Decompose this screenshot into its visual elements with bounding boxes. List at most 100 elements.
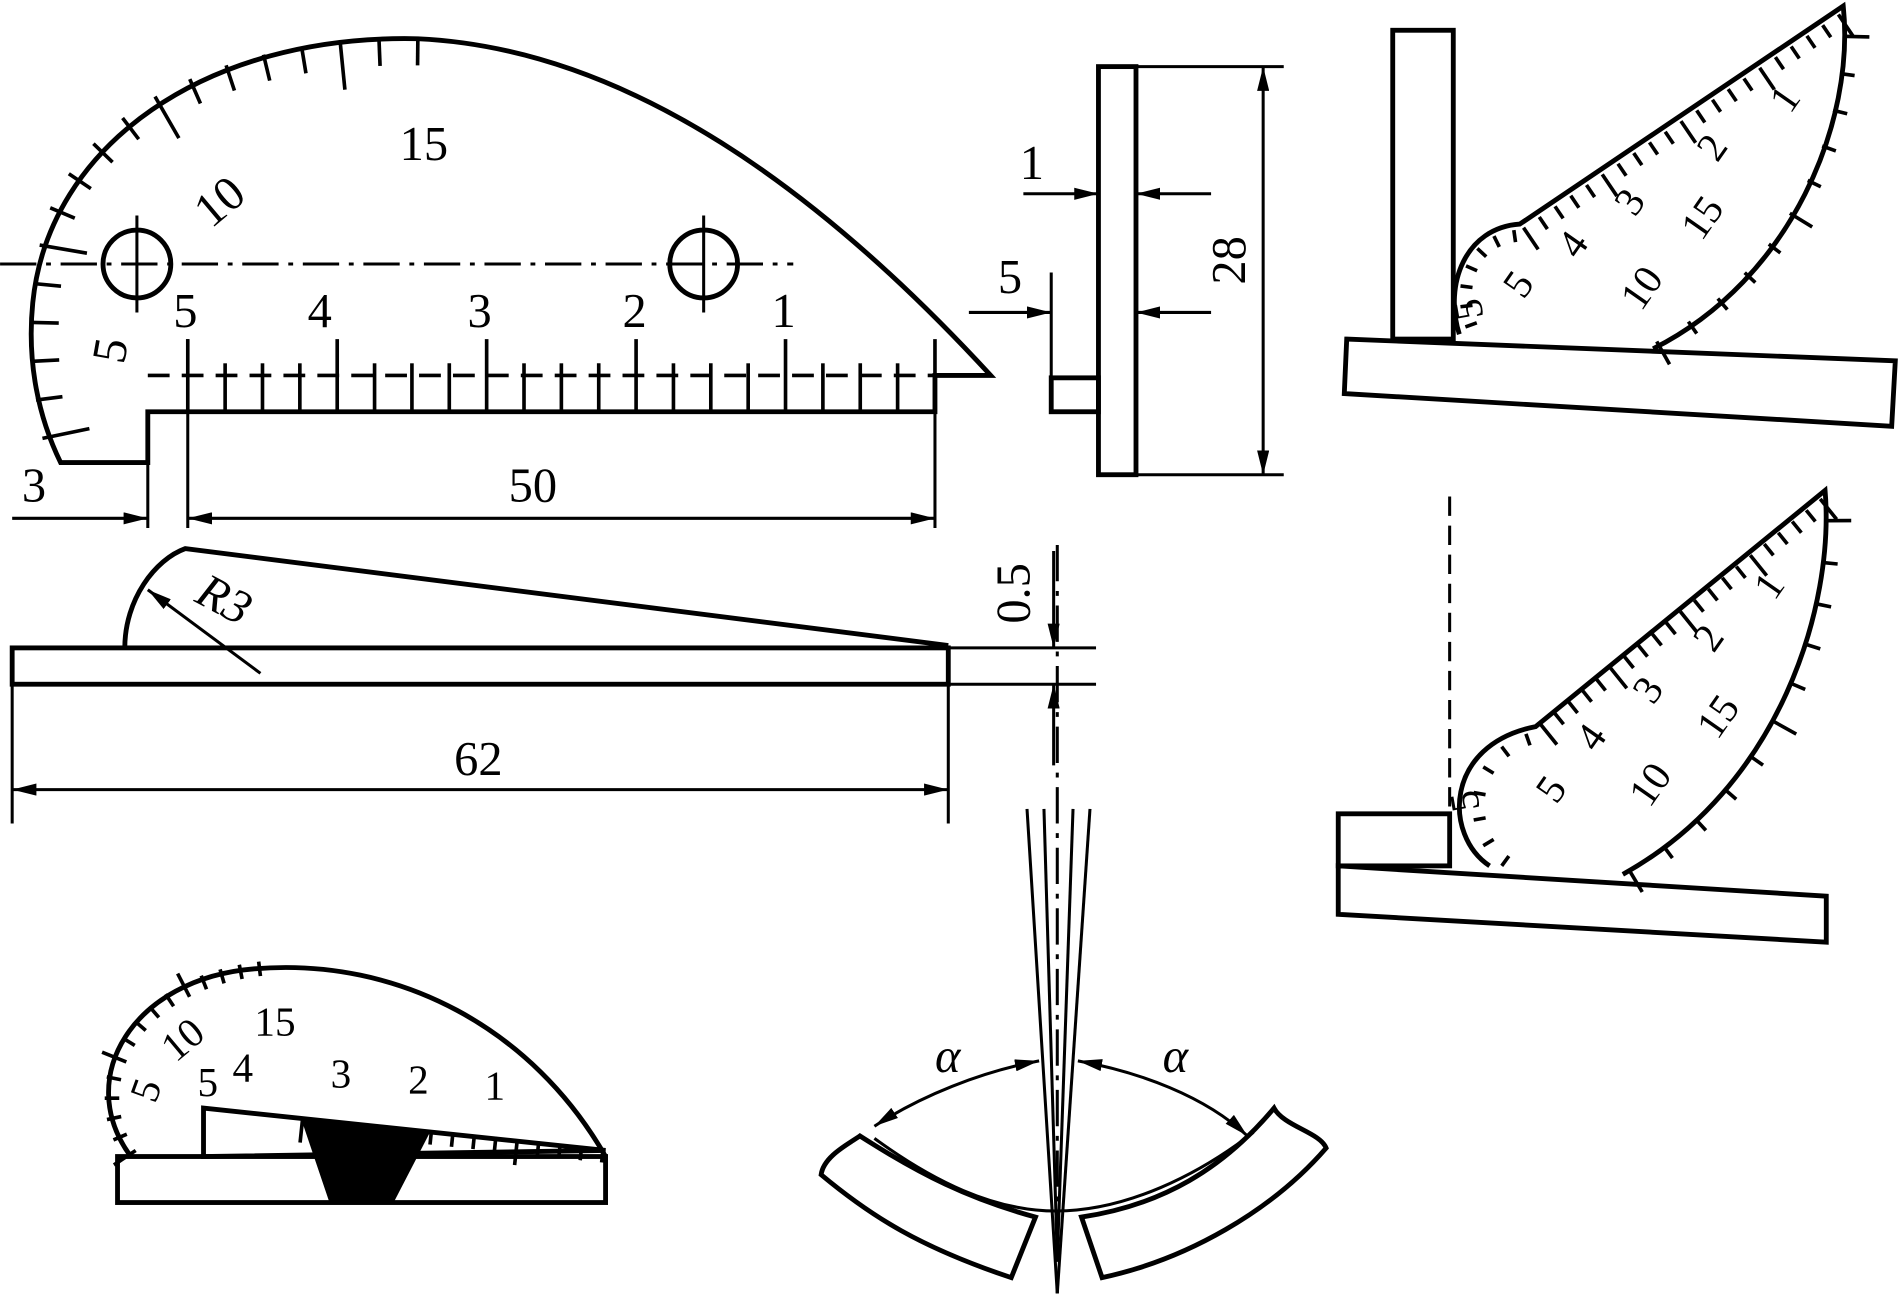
tick <box>1742 77 1754 92</box>
tick <box>34 281 62 289</box>
tick <box>153 95 181 140</box>
tick <box>188 78 203 105</box>
dim-label-5: 5 <box>998 251 1022 304</box>
tick <box>1662 845 1674 860</box>
dim-label-3: 3 <box>22 459 46 512</box>
scale-label: 5 <box>1440 787 1489 815</box>
tick <box>377 39 382 67</box>
gauge-edge <box>1025 808 1059 1294</box>
tick <box>121 1036 136 1048</box>
scale-ticks <box>101 961 605 1167</box>
scale-ticks <box>1460 13 1870 366</box>
tick <box>1724 788 1738 801</box>
tick <box>1512 229 1518 243</box>
tick <box>1734 565 1747 579</box>
scale-label: 5 <box>197 1059 218 1105</box>
tick <box>92 142 114 164</box>
tick <box>1655 340 1672 366</box>
scale-label: 3 <box>331 1050 352 1096</box>
tick <box>1695 109 1707 124</box>
tick <box>1553 205 1565 220</box>
tick <box>1500 855 1511 867</box>
tick <box>405 1127 412 1155</box>
gauge-edge <box>1042 808 1059 1260</box>
tick <box>121 116 141 141</box>
radius-label: R3 <box>187 563 260 636</box>
usage-view-reinforcement: 1 2 3 15 4 10 5 5 <box>1335 485 1852 945</box>
tick <box>39 243 88 255</box>
vertical-plate <box>1390 27 1456 342</box>
tick <box>176 972 192 998</box>
scale-label-3: 3 <box>468 285 492 338</box>
scale-label: 5 <box>120 1072 170 1107</box>
tick <box>1750 755 1765 767</box>
tick <box>1650 632 1663 647</box>
tick <box>1773 56 1786 71</box>
scale-label: 10 <box>1611 258 1672 318</box>
tick <box>199 975 209 990</box>
tick <box>1762 542 1775 557</box>
tick <box>1789 45 1801 60</box>
tick <box>1806 178 1822 189</box>
scale-label: 15 <box>254 998 295 1044</box>
tick <box>1776 531 1789 546</box>
tick <box>1524 733 1532 746</box>
tick <box>1553 711 1565 726</box>
end-view: 28 1 5 <box>968 64 1284 478</box>
arc-label-5: 5 <box>83 334 139 367</box>
tick <box>1632 152 1644 167</box>
tick <box>49 206 76 220</box>
tick <box>1537 215 1549 231</box>
groove-angle-view: α α <box>818 544 1329 1294</box>
step-plate <box>1335 811 1453 869</box>
gauge-edge <box>1055 808 1092 1294</box>
tick <box>599 1147 605 1163</box>
tick <box>342 1120 348 1136</box>
tick <box>35 394 63 402</box>
tick <box>320 1118 327 1134</box>
groove-arc <box>873 1131 1255 1213</box>
tick <box>1816 602 1832 609</box>
tick <box>112 1132 128 1142</box>
scale-label-2: 2 <box>623 285 647 338</box>
tick <box>1636 644 1649 658</box>
tick <box>1539 723 1559 746</box>
tick <box>147 1005 161 1019</box>
scale-label-5: 5 <box>173 285 197 338</box>
arc-label-10: 10 <box>184 166 255 238</box>
scale-label: 4 <box>1548 222 1597 265</box>
tick <box>1692 599 1705 613</box>
side-view: R3 0.5 62 <box>9 546 1097 824</box>
tick <box>1464 321 1478 329</box>
tick <box>1595 677 1607 692</box>
tick <box>1663 130 1675 145</box>
tick <box>1500 745 1511 758</box>
tick <box>1818 497 1839 521</box>
tick <box>1726 88 1738 103</box>
scale-ticks <box>1473 497 1852 893</box>
tick <box>1664 621 1677 636</box>
dim-label-50: 50 <box>509 459 557 512</box>
tick <box>1805 642 1821 651</box>
tick <box>1627 868 1644 893</box>
tick <box>1694 818 1708 832</box>
scale-label: 15 <box>1687 686 1748 746</box>
tick <box>1772 719 1798 736</box>
tick <box>32 358 60 364</box>
scale-label: 3 <box>1623 668 1672 711</box>
tick <box>1843 34 1870 39</box>
dim-label-28: 28 <box>1203 236 1256 284</box>
gauge-outline <box>106 965 608 1158</box>
scale-label: 3 <box>1605 180 1654 223</box>
tick <box>1832 108 1848 116</box>
tick <box>67 172 92 191</box>
scale-label-4: 4 <box>308 285 332 338</box>
tick <box>1460 284 1473 290</box>
tick <box>237 964 244 980</box>
tick <box>1706 587 1719 602</box>
tick <box>1608 666 1629 690</box>
tick <box>133 1019 147 1032</box>
tick <box>1616 162 1628 177</box>
scale-label: 1 <box>484 1063 505 1109</box>
